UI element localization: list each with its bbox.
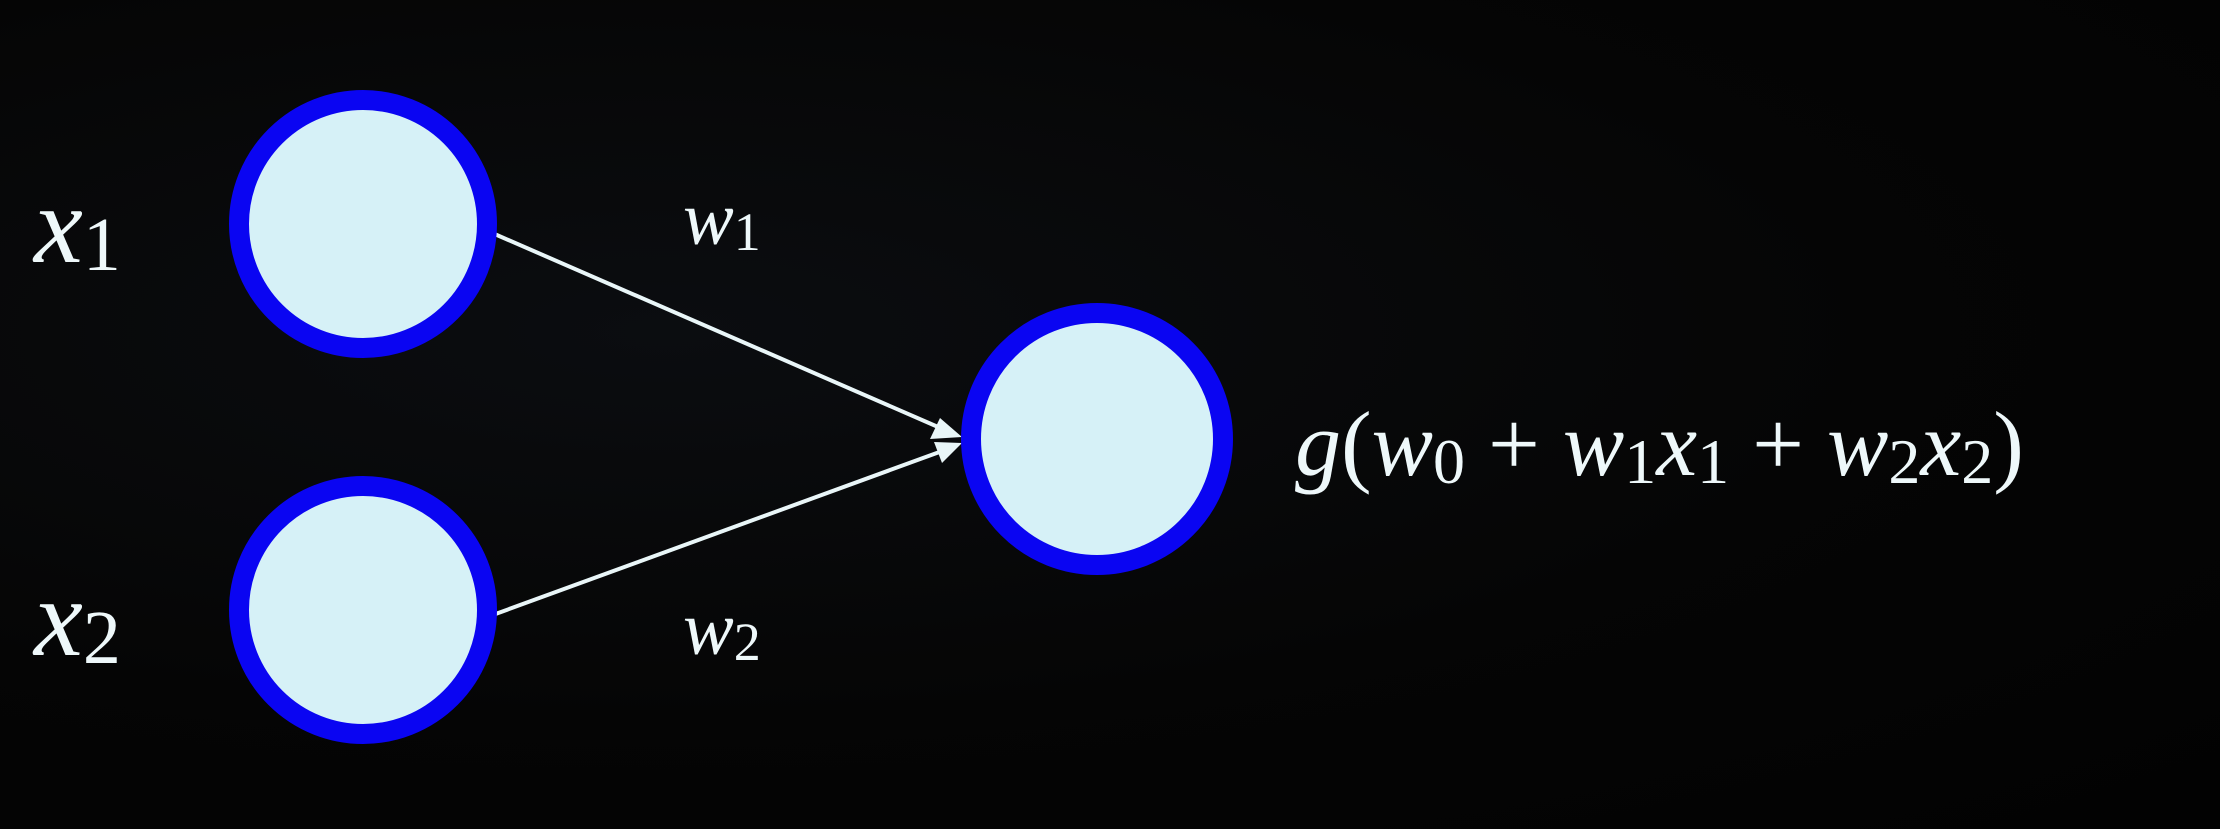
weight-w1-sub: 1 — [734, 202, 761, 262]
expr-x1-sub: 1 — [1697, 426, 1729, 497]
output-expression: g(w0 + w1x1 + w2x2) — [1295, 393, 2024, 497]
weight-w1-var: w — [683, 177, 734, 261]
arrowhead-x2 — [934, 442, 962, 463]
expr-w0-sub: 0 — [1433, 426, 1465, 497]
arrowhead-x1 — [930, 418, 962, 439]
edge-x2-to-output — [489, 448, 946, 618]
expr-w2-var: w — [1827, 393, 1888, 495]
expr-open-paren: ( — [1341, 393, 1372, 495]
input-label-x2: x2 — [32, 557, 121, 680]
weight-label-w1: w1 — [683, 177, 761, 262]
input-node-x1 — [229, 90, 497, 358]
input-x2-var: x — [32, 557, 83, 679]
input-label-x1: x1 — [32, 164, 121, 287]
expr-x2-var: x — [1918, 393, 1961, 495]
input-node-x2 — [229, 476, 497, 744]
expr-w2-sub: 2 — [1888, 426, 1920, 497]
expr-plus-1: + — [1465, 393, 1563, 495]
weight-w2-var: w — [683, 587, 734, 671]
expr-close-paren: ) — [1993, 393, 2024, 495]
expr-x1-var: x — [1654, 393, 1697, 495]
expr-func: g — [1295, 393, 1341, 495]
input-x1-sub: 1 — [83, 203, 121, 287]
expr-w1-sub: 1 — [1624, 426, 1656, 497]
expr-w1-var: w — [1563, 393, 1624, 495]
output-node — [961, 303, 1233, 575]
expr-w0-var: w — [1372, 393, 1433, 495]
edge-x1-to-output — [489, 230, 946, 432]
input-x1-var: x — [32, 164, 83, 286]
weight-w2-sub: 2 — [734, 612, 761, 672]
expr-plus-2: + — [1729, 393, 1827, 495]
expr-x2-sub: 2 — [1961, 426, 1993, 497]
weight-label-w2: w2 — [683, 587, 761, 672]
input-x2-sub: 2 — [83, 596, 121, 680]
